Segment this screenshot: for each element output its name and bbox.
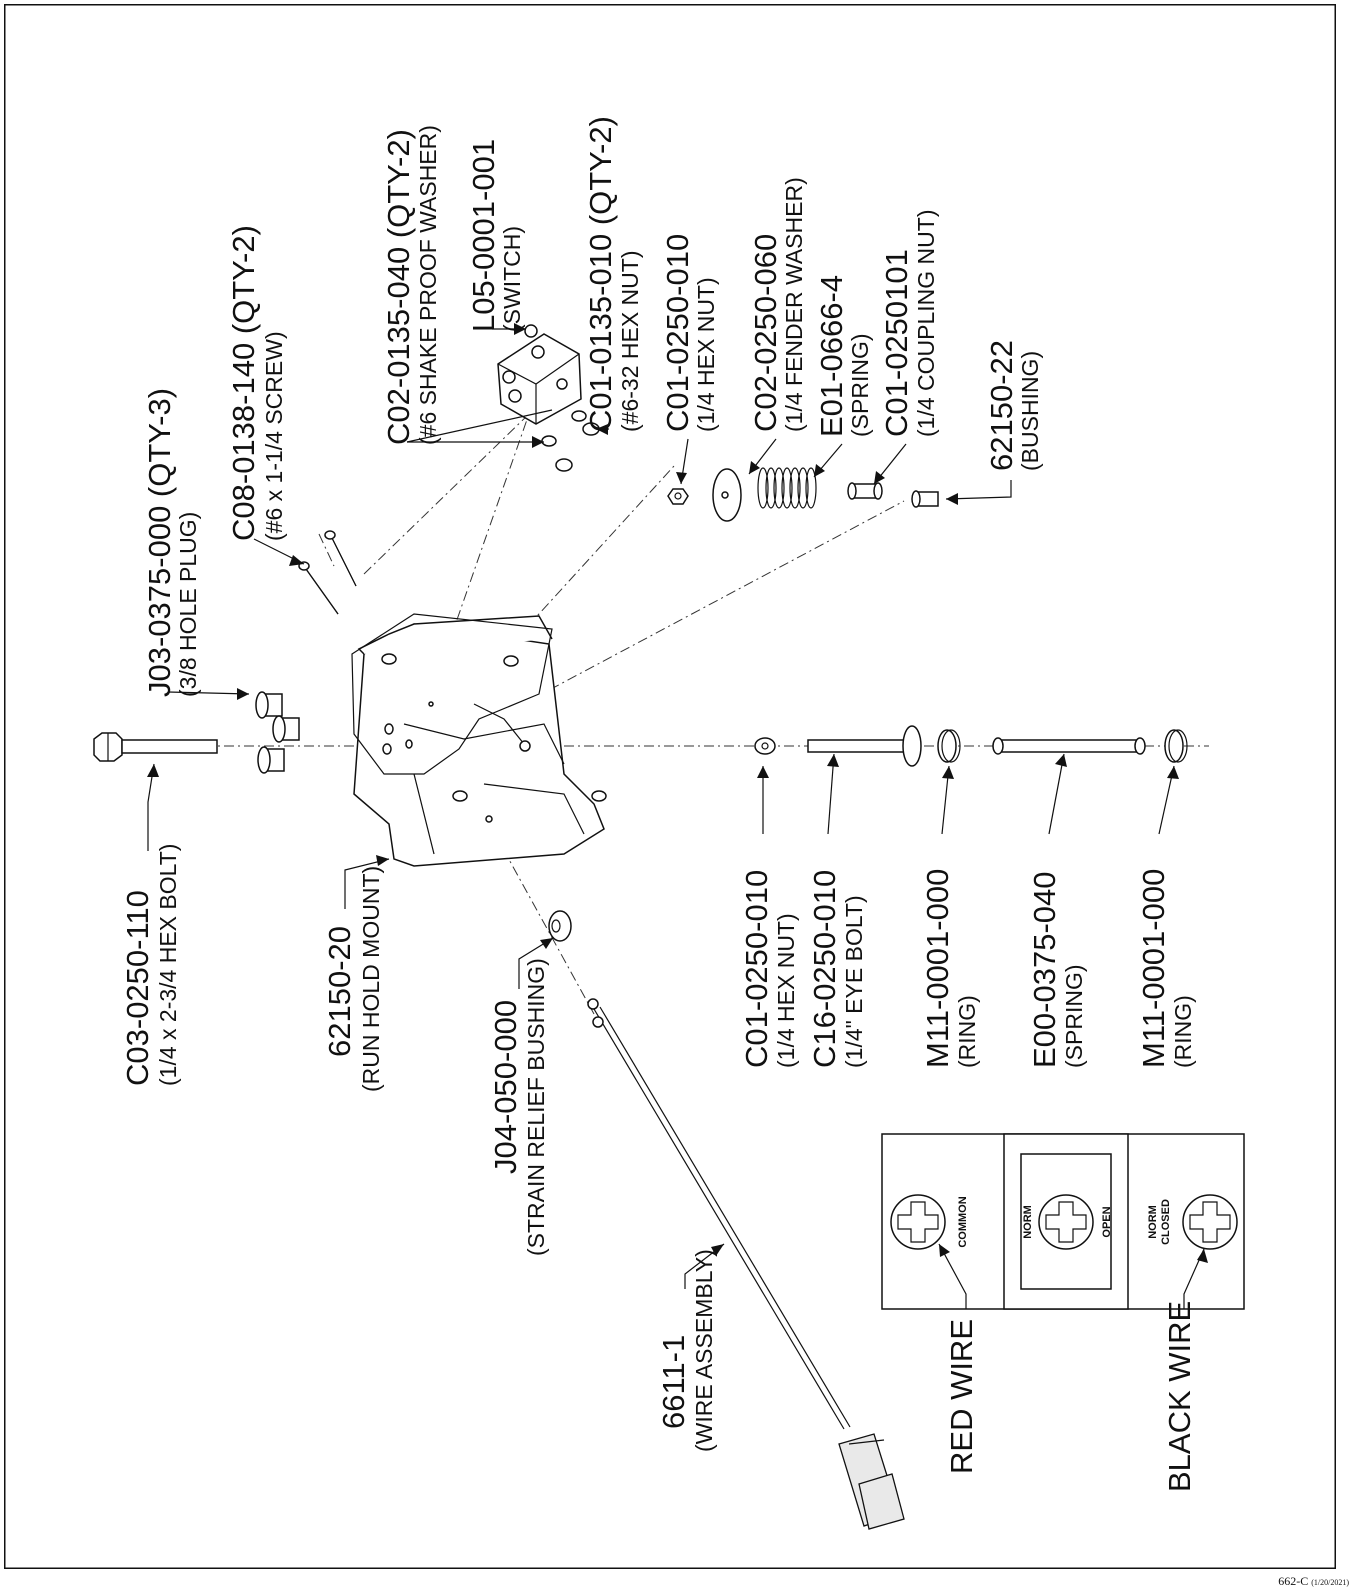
callout-run-hold-mount: 62150-20 (RUN HOLD MOUNT)	[322, 866, 384, 1092]
desc-ring-1: (RING)	[954, 995, 980, 1068]
frame-border	[4, 4, 1336, 1569]
run-hold-mount	[351, 613, 607, 867]
part-run-hold-mount: 62150-20	[322, 926, 357, 1057]
document-code-number: 662-C	[1278, 1574, 1309, 1588]
terminal-norm-open	[1038, 1194, 1094, 1250]
hole-plugs	[255, 691, 300, 774]
switch-hardware	[541, 410, 600, 472]
part-hole-plug: J03-0375-000 (QTY-3)	[142, 388, 177, 697]
terminal-common	[890, 1194, 946, 1250]
part-ring-2: M11-0001-000	[1136, 869, 1171, 1068]
callout-fender-washer: C02-0250-060 (1/4 FENDER WASHER)	[748, 177, 807, 432]
part-hex-nut-6: C01-0135-010 (QTY-2)	[583, 116, 618, 432]
callout-hex-nut-bottom: C01-0250-010 (1/4 HEX NUT)	[739, 870, 799, 1068]
callout-hex-nut-top: C01-0250-010 (1/4 HEX NUT)	[660, 234, 719, 432]
callout-wire-assembly: 6611-1 (WIRE ASSEMBLY)	[656, 1249, 717, 1452]
part-hex-bolt: C03-0250-110	[120, 890, 155, 1086]
callout-red-wire: RED WIRE	[944, 1319, 979, 1474]
desc-hex-nut-top: (1/4 HEX NUT)	[693, 277, 719, 432]
desc-strain-relief: (STRAIN RELIEF BUSHING)	[523, 958, 549, 1256]
desc-switch: (SWITCH)	[499, 226, 525, 332]
part-strain-relief: J04-050-000	[488, 1000, 523, 1174]
callout-hole-plug: J03-0375-000 (QTY-3) (3/8 HOLE PLUG)	[142, 388, 201, 697]
desc-bushing: (BUSHING)	[1017, 351, 1043, 471]
part-fender-washer: C02-0250-060	[748, 234, 783, 432]
desc-wire-assembly: (WIRE ASSEMBLY)	[691, 1249, 717, 1452]
part-switch: L05-0001-001	[466, 139, 501, 332]
callout-spring-top: E01-0666-4 (SPRING)	[814, 275, 873, 437]
part-bushing: 62150-22	[984, 340, 1019, 471]
desc-hex-bolt: (1/4 x 2-3/4 HEX BOLT)	[155, 844, 181, 1086]
desc-hex-nut-bottom: (1/4 HEX NUT)	[773, 913, 799, 1068]
desc-spring-bottom: (SPRING)	[1061, 965, 1087, 1069]
switch-detail: COMMON NORM OPEN NORM CLOSED	[881, 1133, 1245, 1310]
part-ring-1: M11-0001-000	[920, 869, 955, 1068]
callout-switch: L05-0001-001 (SWITCH)	[466, 139, 525, 332]
label-norm-closed-2: CLOSED	[1160, 1199, 1172, 1245]
switch-body	[497, 324, 582, 425]
desc-screw: (#6 x 1-1/4 SCREW)	[261, 331, 287, 541]
label-norm-open-2: OPEN	[1101, 1206, 1113, 1237]
part-hex-nut-top: C01-0250-010	[660, 234, 695, 432]
document-code-date: (1/20/2021)	[1311, 1578, 1349, 1587]
document-code: 662-C (1/20/2021)	[1278, 1574, 1349, 1589]
part-spring-top: E01-0666-4	[814, 275, 849, 437]
part-hex-nut-bottom: C01-0250-010	[739, 870, 774, 1068]
strain-relief-bushing	[548, 910, 572, 942]
callout-shake-washer: C02-0135-040 (QTY-2) (#6 SHAKE PROOF WAS…	[381, 125, 441, 445]
part-eye-bolt: C16-0250-010	[807, 870, 842, 1068]
wire-assembly	[587, 998, 905, 1530]
part-shake-washer: C02-0135-040 (QTY-2)	[381, 129, 416, 445]
desc-coupling-nut: (1/4 COUPLING NUT)	[913, 210, 939, 437]
leader-arrowheads	[147, 323, 1208, 1263]
label-black-wire: BLACK WIRE	[1162, 1301, 1197, 1492]
desc-hex-nut-6: (#6-32 HEX NUT)	[617, 251, 643, 432]
part-spring-bottom: E00-0375-040	[1027, 872, 1062, 1069]
part-screw: C08-0138-140 (QTY-2)	[226, 225, 261, 541]
label-common: COMMON	[957, 1196, 969, 1247]
label-norm-open-1: NORM	[1022, 1205, 1034, 1239]
desc-fender-washer: (1/4 FENDER WASHER)	[781, 177, 807, 432]
hex-bolt	[93, 732, 218, 762]
part-coupling-nut: C01-0250101	[879, 249, 914, 437]
exploded-diagram: COMMON NORM OPEN NORM CLOSED	[4, 4, 1336, 1569]
top-spring-coils	[757, 467, 817, 509]
desc-eye-bolt: (1/4" EYE BOLT)	[841, 895, 867, 1068]
screws	[298, 530, 357, 615]
desc-ring-2: (RING)	[1170, 995, 1196, 1068]
top-hardware-stack	[667, 467, 939, 522]
callout-coupling-nut: C01-0250101 (1/4 COUPLING NUT)	[879, 210, 939, 437]
callout-ring-2: M11-0001-000 (RING)	[1136, 869, 1196, 1068]
bottom-hardware-stack	[754, 725, 1188, 767]
callout-strain-relief: J04-050-000 (STRAIN RELIEF BUSHING)	[488, 958, 549, 1256]
desc-spring-top: (SPRING)	[847, 334, 873, 438]
label-red-wire: RED WIRE	[944, 1319, 979, 1474]
drawing-frame: COMMON NORM OPEN NORM CLOSED	[4, 4, 1336, 1569]
callout-black-wire: BLACK WIRE	[1162, 1301, 1197, 1492]
callout-bushing: 62150-22 (BUSHING)	[984, 340, 1043, 471]
callout-ring-1: M11-0001-000 (RING)	[920, 869, 980, 1068]
desc-hole-plug: (3/8 HOLE PLUG)	[175, 512, 201, 697]
callout-eye-bolt: C16-0250-010 (1/4" EYE BOLT)	[807, 870, 867, 1068]
part-wire-assembly: 6611-1	[656, 1335, 691, 1429]
callout-hex-bolt: C03-0250-110 (1/4 x 2-3/4 HEX BOLT)	[120, 844, 181, 1086]
label-norm-closed-1: NORM	[1147, 1205, 1159, 1239]
callout-hex-nut-6: C01-0135-010 (QTY-2) (#6-32 HEX NUT)	[583, 116, 643, 432]
callout-screw: C08-0138-140 (QTY-2) (#6 x 1-1/4 SCREW)	[226, 225, 287, 541]
terminal-norm-closed	[1182, 1194, 1238, 1250]
desc-run-hold-mount: (RUN HOLD MOUNT)	[358, 866, 384, 1092]
callout-spring-bottom: E00-0375-040 (SPRING)	[1027, 872, 1087, 1069]
desc-shake-washer: (#6 SHAKE PROOF WASHER)	[415, 125, 441, 445]
